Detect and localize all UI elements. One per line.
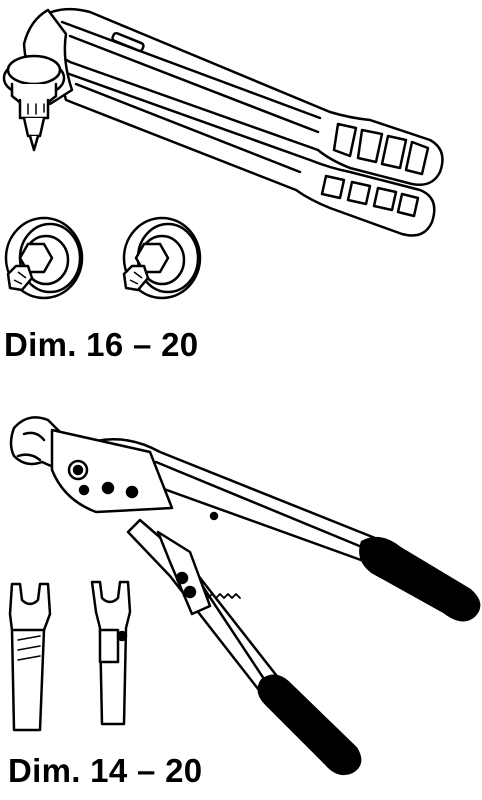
press-tool-upper-grip	[359, 536, 481, 622]
dimension-label-top: Dim. 16 – 20	[4, 326, 199, 363]
expander-tool-illustration	[2, 7, 444, 237]
expander-head-left	[4, 216, 84, 300]
press-tool-lower-grip	[257, 674, 362, 775]
expander-head-right	[122, 216, 202, 300]
press-insert-right	[90, 580, 132, 726]
press-insert-left	[8, 582, 52, 732]
press-tool-illustration	[8, 416, 481, 775]
dimension-label-bottom: Dim. 14 – 20	[8, 752, 203, 789]
